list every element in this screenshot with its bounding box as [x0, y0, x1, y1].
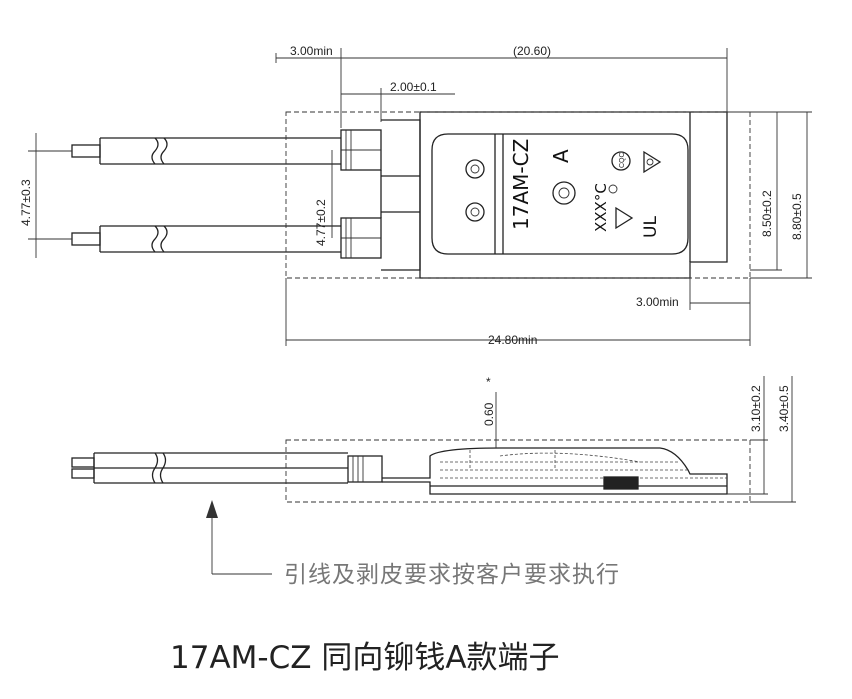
svg-text:UL: UL — [641, 216, 661, 238]
cqc-logo: CQC — [611, 151, 631, 171]
envelope-outline — [285, 111, 751, 279]
dim-tail-length: 3.00min — [636, 262, 751, 346]
side-envelope-outline — [285, 439, 751, 503]
dim-lead-pitch-label: 4.77±0.3 — [19, 179, 33, 226]
side-view: * 0.60 3.10±0.2 3.40±0.5 — [71, 375, 796, 503]
dim-outer-width-label: 8.80±0.5 — [790, 193, 804, 240]
dim-height-outer: 3.40±0.5 — [750, 376, 796, 503]
dim-lead-strip-label: 3.00min — [290, 44, 333, 58]
drawing-caption: 17AM-CZ 同向铆钱A款端子 — [170, 640, 560, 676]
dim-gap-note: * — [486, 375, 491, 389]
svg-text:CQC: CQC — [619, 152, 626, 168]
dim-body-width-label: 8.50±0.2 — [760, 190, 774, 237]
dim-body-length-label: (20.60) — [513, 44, 551, 58]
tuv-triangle-logo — [615, 206, 634, 230]
top-view: 3.00min (20.60) 2.00±0.1 — [19, 44, 812, 347]
protector-body — [419, 111, 728, 279]
marking-variant: A — [549, 149, 573, 163]
dim-lead-pitch: 4.77±0.3 — [19, 133, 72, 258]
dim-lead-strip: 3.00min — [275, 44, 342, 128]
dim-body-length: (20.60) — [341, 44, 728, 112]
dim-terminal-width-label: 2.00±0.1 — [390, 80, 437, 94]
ul-logo: UL — [641, 216, 661, 238]
dim-terminal-pitch-label: 4.77±0.2 — [314, 199, 328, 246]
dim-tail-length-label: 3.00min — [636, 295, 679, 309]
dim-height-inner: 3.10±0.2 — [727, 376, 768, 495]
dim-terminal-pitch: 4.77±0.2 — [314, 150, 333, 246]
dim-body-width: 8.50±0.2 — [727, 111, 782, 271]
dim-height-inner-label: 3.10±0.2 — [749, 385, 763, 432]
side-lead-wires — [71, 452, 348, 484]
dim-gap: * 0.60 — [482, 375, 497, 448]
dim-height-outer-label: 3.40±0.5 — [777, 385, 791, 432]
dim-outer-width: 8.80±0.5 — [750, 111, 812, 279]
marking-temp-code: XXX°C — [592, 183, 610, 232]
dim-terminal-width: 2.00±0.1 — [341, 80, 455, 122]
dim-overall-length-label: 24.80min — [488, 333, 537, 347]
side-body-profile — [382, 447, 728, 495]
ccc-triangle-logo — [643, 150, 662, 174]
note-leader — [206, 500, 272, 575]
r-mark-icon — [608, 184, 618, 194]
lead-note: 引线及剥皮要求按客户要求执行 — [284, 562, 620, 588]
contact-block — [603, 476, 639, 490]
side-crimp — [347, 455, 383, 483]
dim-overall-length: 24.80min — [285, 278, 750, 347]
lead-wires — [71, 137, 341, 253]
crimp-terminals — [340, 119, 421, 271]
dim-gap-label: 0.60 — [482, 402, 496, 426]
body-marking: 17AM-CZ A XXX°C CQC UL — [509, 139, 662, 238]
arrow-up-icon — [206, 500, 218, 518]
marking-model: 17AM-CZ — [509, 139, 533, 230]
